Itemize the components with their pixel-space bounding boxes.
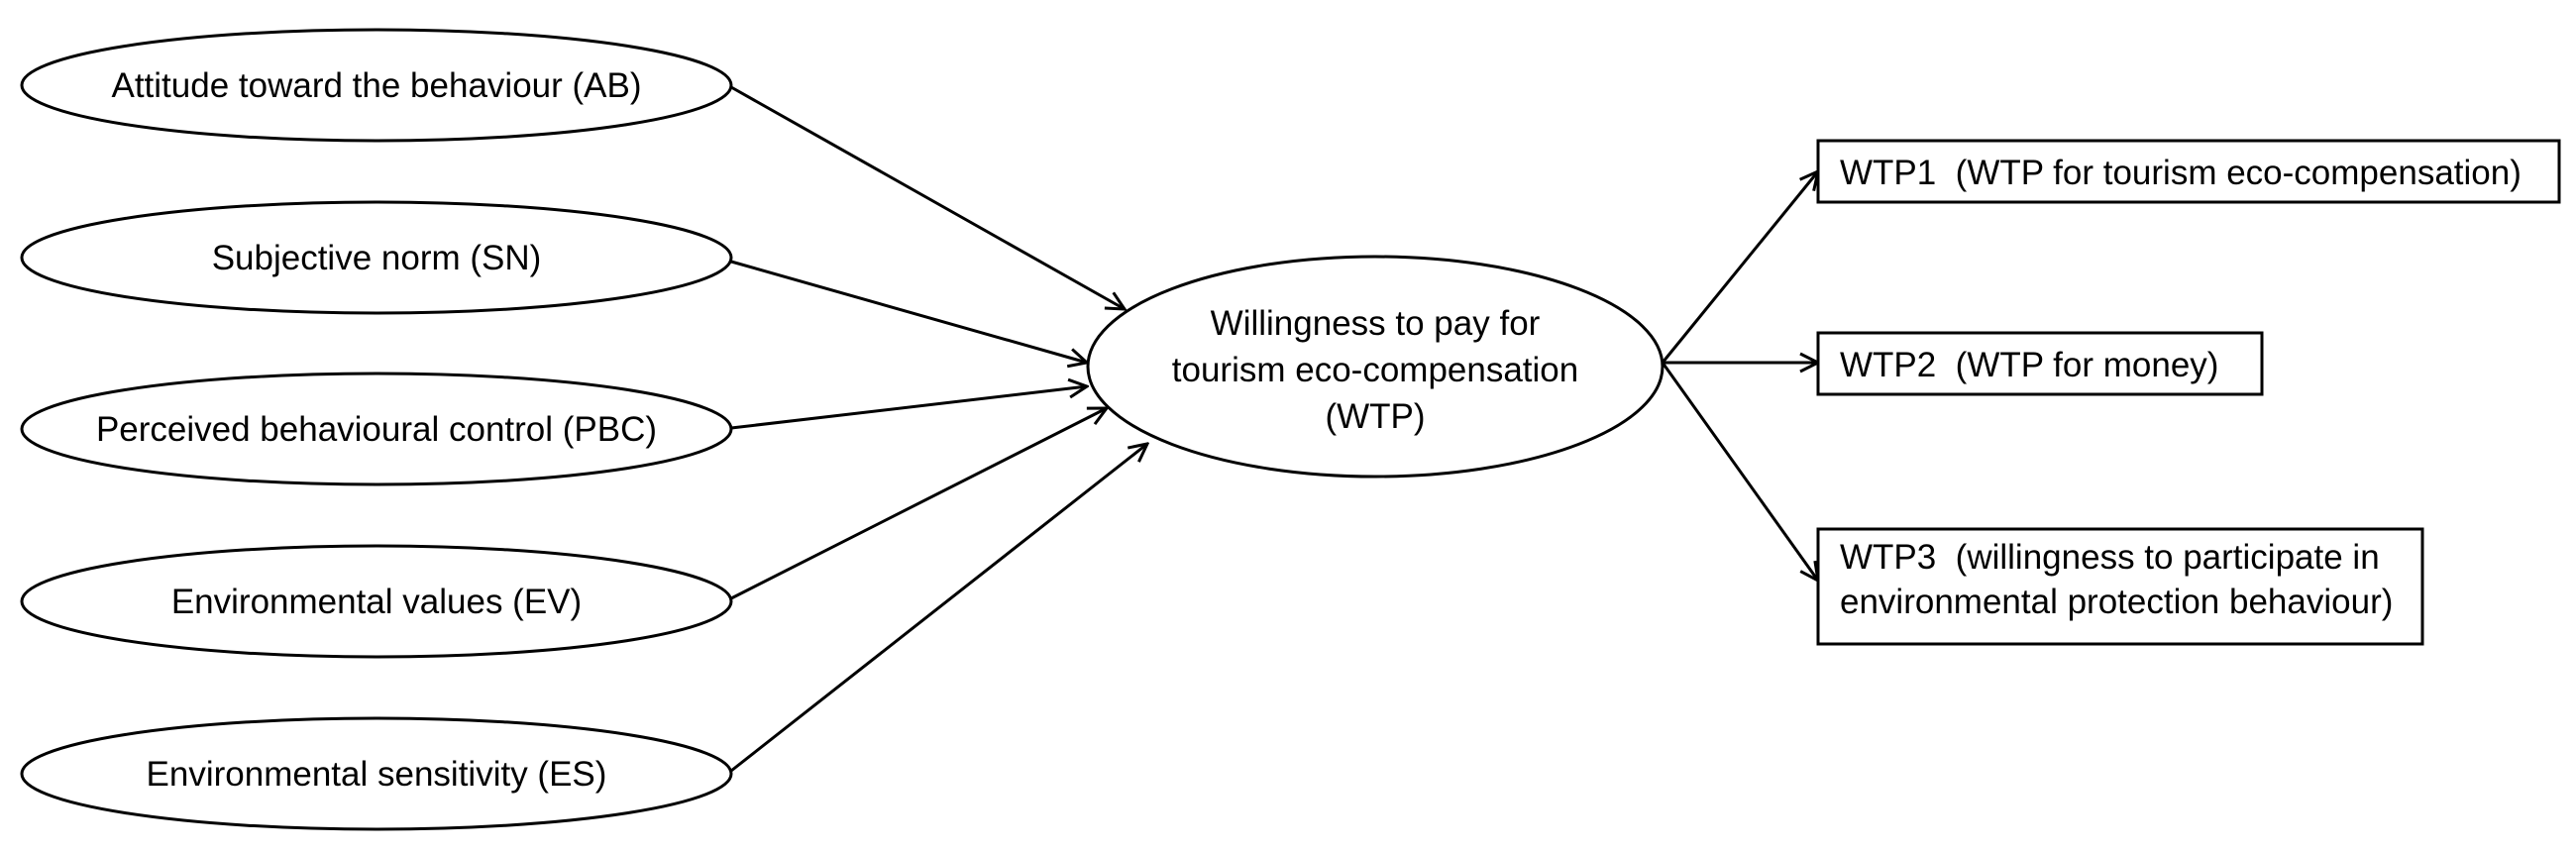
indicator-wtp1-label: WTP1 (WTP for tourism eco-compensation) xyxy=(1840,154,2522,192)
indicator-wtp3-box xyxy=(1816,527,2424,646)
predictor-ab: Attitude toward the behaviour (AB) xyxy=(20,28,733,143)
central-label-line1: Willingness to pay for xyxy=(1211,304,1541,343)
predictor-es: Environmental sensitivity (ES) xyxy=(20,716,733,831)
edge-sn-to-wtp xyxy=(730,260,1087,363)
edge-wtp-to-wtp3 xyxy=(1661,362,1818,581)
predictor-sn-label: Subjective norm (SN) xyxy=(212,239,542,277)
predictor-ev-ellipse xyxy=(20,544,733,659)
edge-pbc-to-wtp xyxy=(730,386,1087,430)
predictor-es-label: Environmental sensitivity (ES) xyxy=(147,755,607,794)
predictor-ev: Environmental values (EV) xyxy=(20,544,733,659)
central-label-line3: (WTP) xyxy=(1325,397,1425,436)
indicator-wtp2: WTP2 (WTP for money) xyxy=(1816,331,2264,396)
predictor-pbc-label: Perceived behavioural control (PBC) xyxy=(96,410,657,449)
predictor-pbc: Perceived behavioural control (PBC) xyxy=(20,372,733,486)
edge-ev-to-wtp xyxy=(730,408,1107,600)
predictor-ab-ellipse xyxy=(20,28,733,143)
central-label-line2: tourism eco-compensation xyxy=(1172,351,1578,389)
indicator-wtp3-label-line1: WTP3 (willingness to participate in xyxy=(1840,538,2380,577)
edge-wtp-to-wtp1 xyxy=(1661,171,1818,364)
indicator-wtp1-box xyxy=(1816,139,2561,204)
indicator-wtp2-label: WTP2 (WTP for money) xyxy=(1840,346,2218,384)
indicator-wtp3-label-line2: environmental protection behaviour) xyxy=(1840,583,2393,621)
central-construct: Willingness to pay for tourism eco-compe… xyxy=(1086,255,1664,479)
predictor-pbc-ellipse xyxy=(20,372,733,486)
edge-es-to-wtp xyxy=(730,444,1147,773)
indicator-wtp1: WTP1 (WTP for tourism eco-compensation) xyxy=(1816,139,2561,204)
indicator-wtp2-box xyxy=(1816,331,2264,396)
predictor-es-ellipse xyxy=(20,716,733,831)
predictor-sn: Subjective norm (SN) xyxy=(20,200,733,315)
indicator-wtp3: WTP3 (willingness to participate in envi… xyxy=(1816,527,2424,646)
predictor-sn-ellipse xyxy=(20,200,733,315)
predictor-ab-label: Attitude toward the behaviour (AB) xyxy=(111,66,641,105)
edge-ab-to-wtp xyxy=(730,85,1125,309)
predictor-ev-label: Environmental values (EV) xyxy=(171,583,582,621)
central-ellipse xyxy=(1086,255,1664,479)
